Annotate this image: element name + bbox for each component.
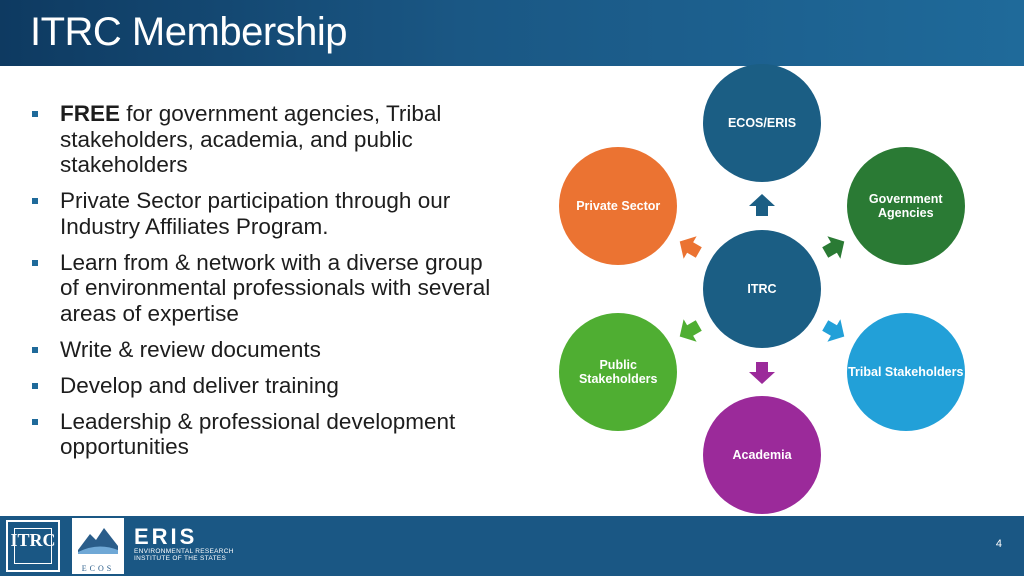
bullet-marker	[32, 198, 38, 204]
bullet-item: Write & review documents	[30, 337, 500, 363]
node-public-stakeholders-label: Public Stakeholders	[578, 358, 658, 386]
arrow-private-sector	[679, 236, 702, 259]
node-private-sector-label: Private Sector	[576, 199, 661, 213]
bullet-bold-text: FREE	[60, 101, 121, 126]
itrc-logo: ITRC	[6, 520, 60, 572]
bullet-item: Private Sector participation through our…	[30, 188, 500, 239]
slide-title: ITRC Membership	[30, 10, 348, 54]
ecos-logo: ECOS	[72, 518, 124, 574]
arrow-government-agencies	[822, 236, 845, 259]
bullet-marker	[32, 259, 38, 266]
bullet-item: Develop and deliver training	[30, 373, 500, 399]
bullet-item: Leadership & professional development op…	[30, 409, 500, 460]
bullet-marker	[32, 382, 38, 389]
bullet-text: Leadership & professional development op…	[60, 408, 456, 460]
node-private-sector: Private Sector	[559, 147, 678, 265]
node-ecos-eris-label: ECOS/ERIS	[727, 116, 797, 130]
bullet-text: Private Sector participation through our…	[60, 188, 451, 239]
page-number: 4	[995, 538, 1002, 550]
bullet-marker	[32, 346, 38, 353]
bullet-marker	[32, 111, 38, 117]
bullet-text: Learn from & network with a diverse grou…	[60, 249, 491, 326]
node-tribal-stakeholders-label: Tribal Stakeholders	[848, 365, 964, 379]
node-government-agencies-label: Government Agencies	[868, 192, 943, 220]
arrow-public-stakeholders	[679, 319, 702, 342]
bullet-list: FREE for government agencies, Tribal sta…	[30, 101, 500, 470]
bullet-text: Write & review documents	[60, 336, 321, 362]
diagram-arrows	[679, 194, 845, 384]
slide-header: ITRC Membership	[0, 0, 1024, 66]
bullet-item: FREE for government agencies, Tribal sta…	[30, 101, 500, 178]
node-academia: Academia	[703, 396, 821, 514]
node-government-agencies: Government Agencies	[846, 147, 965, 265]
node-itrc-label: ITRC	[747, 282, 777, 296]
node-tribal-stakeholders: Tribal Stakeholders	[846, 313, 965, 431]
node-itrc: ITRC	[703, 230, 821, 348]
node-ecos-eris: ECOS/ERIS	[703, 64, 821, 182]
bullet-item: Learn from & network with a diverse grou…	[30, 250, 500, 327]
node-academia-label: Academia	[732, 448, 792, 462]
slide-footer: ITRC ECOS ERIS ENVIRONMENTAL RESEARCH IN…	[0, 516, 1024, 576]
bullet-text: for government agencies, Tribal stakehol…	[60, 101, 442, 177]
arrow-ecos-eris	[749, 194, 775, 216]
bullet-text: Develop and deliver training	[60, 372, 339, 398]
node-public-stakeholders: Public Stakeholders	[559, 313, 678, 431]
arrow-academia	[749, 362, 775, 384]
bullet-marker	[32, 418, 38, 425]
eris-logo: ERIS ENVIRONMENTAL RESEARCH INSTITUTE OF…	[134, 524, 234, 563]
arrow-tribal-stakeholders	[822, 319, 845, 342]
